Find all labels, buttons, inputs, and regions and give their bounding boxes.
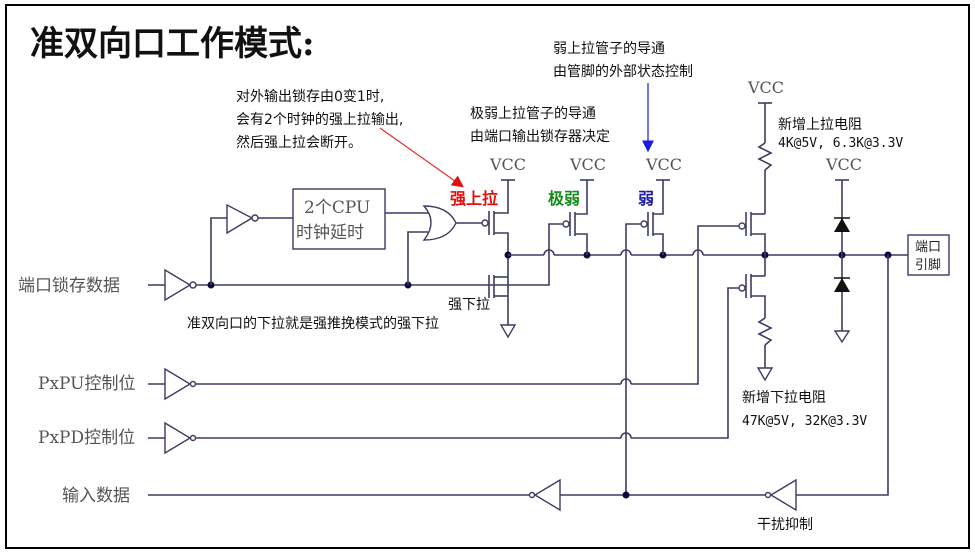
page-title: 准双向口工作模式: [30, 24, 315, 64]
input-data-path [148, 255, 889, 512]
pulldown-note: 准双向口的下拉就是强推挽模式的强下拉 [187, 316, 439, 332]
svg-text:对外输出锁存由0变1时,: 对外输出锁存由0变1时, [236, 89, 384, 105]
new-pulldown-branch [727, 255, 774, 436]
inverter-icon [226, 203, 254, 235]
svg-text:然后强上拉会断开。: 然后强上拉会断开。 [236, 134, 362, 151]
port-pin-box [907, 234, 950, 276]
svg-text:极弱上拉管子的导通: 极弱上拉管子的导通 [470, 106, 596, 122]
diagram-frame [5, 4, 970, 549]
buffer-icon [533, 478, 561, 512]
diode-icon [834, 218, 850, 232]
protection-diodes [833, 179, 851, 344]
ground-icon [833, 330, 851, 344]
svg-text:引脚: 引脚 [915, 257, 941, 273]
delay-box [292, 188, 386, 250]
inverter-icon [164, 421, 192, 455]
svg-text:由管脚的外部状态控制: 由管脚的外部状态控制 [553, 64, 693, 80]
pxpd-label: PxPD控制位 [38, 428, 135, 448]
weak-note: 弱上拉管子的导通 由管脚的外部状态控制 [553, 41, 693, 80]
pxpu-label: PxPU控制位 [38, 374, 136, 394]
strong-transistors [488, 179, 517, 339]
vcc-label: VCC [489, 155, 526, 174]
port-latch-label: 端口锁存数据 [18, 276, 120, 296]
ground-icon [499, 324, 517, 339]
ground-icon [756, 367, 774, 382]
output-bus [508, 249, 908, 259]
weak-transistor [625, 179, 670, 495]
strong-pulldown-label: 强下拉 [448, 297, 490, 313]
strong-pullup-label: 强上拉 [450, 189, 498, 208]
pxpd-path [148, 421, 729, 455]
inverter-icon [164, 367, 192, 401]
inverter-icon [164, 268, 192, 302]
new-pullup-label: 新增上拉电阻 [778, 117, 862, 133]
new-pullup-branch [697, 102, 773, 381]
new-pulldown-values: 47K@5V, 32K@3.3V [742, 414, 867, 429]
buffer-icon [769, 478, 797, 512]
red-arrow [379, 127, 464, 188]
weak-label: 弱 [638, 189, 654, 208]
port-latch-path: 2个CPU 时钟延时 [148, 188, 490, 302]
vcc-label: VCC [569, 155, 606, 174]
diode-icon [834, 278, 850, 292]
new-pulldown-label: 新增下拉电阻 [742, 390, 826, 406]
very-weak-note: 极弱上拉管子的导通 由端口输出锁存器决定 [470, 106, 610, 145]
input-data-label: 输入数据 [62, 486, 130, 506]
vcc-label: VCC [645, 155, 682, 174]
svg-text:会有2个时钟的强上拉输出,: 会有2个时钟的强上拉输出, [236, 111, 403, 128]
svg-text:弱上拉管子的导通: 弱上拉管子的导通 [553, 41, 665, 57]
noise-suppression-label: 干扰抑制 [757, 517, 813, 533]
very-weak-label: 极弱 [548, 189, 580, 208]
pxpu-path [148, 367, 699, 401]
svg-text:2个CPU: 2个CPU [304, 198, 370, 218]
svg-text:时钟延时: 时钟延时 [296, 223, 364, 243]
vcc-label: VCC [747, 78, 784, 97]
svg-text:由端口输出锁存器决定: 由端口输出锁存器决定 [470, 129, 610, 145]
very-weak-transistor [490, 179, 594, 286]
new-pullup-values: 4K@5V, 6.3K@3.3V [778, 136, 903, 151]
svg-text:端口: 端口 [915, 240, 941, 255]
vcc-label: VCC [825, 155, 862, 174]
strong-pullup-note: 对外输出锁存由0变1时, 会有2个时钟的强上拉输出, 然后强上拉会断开。 [236, 89, 403, 151]
or-gate-icon [422, 205, 457, 241]
